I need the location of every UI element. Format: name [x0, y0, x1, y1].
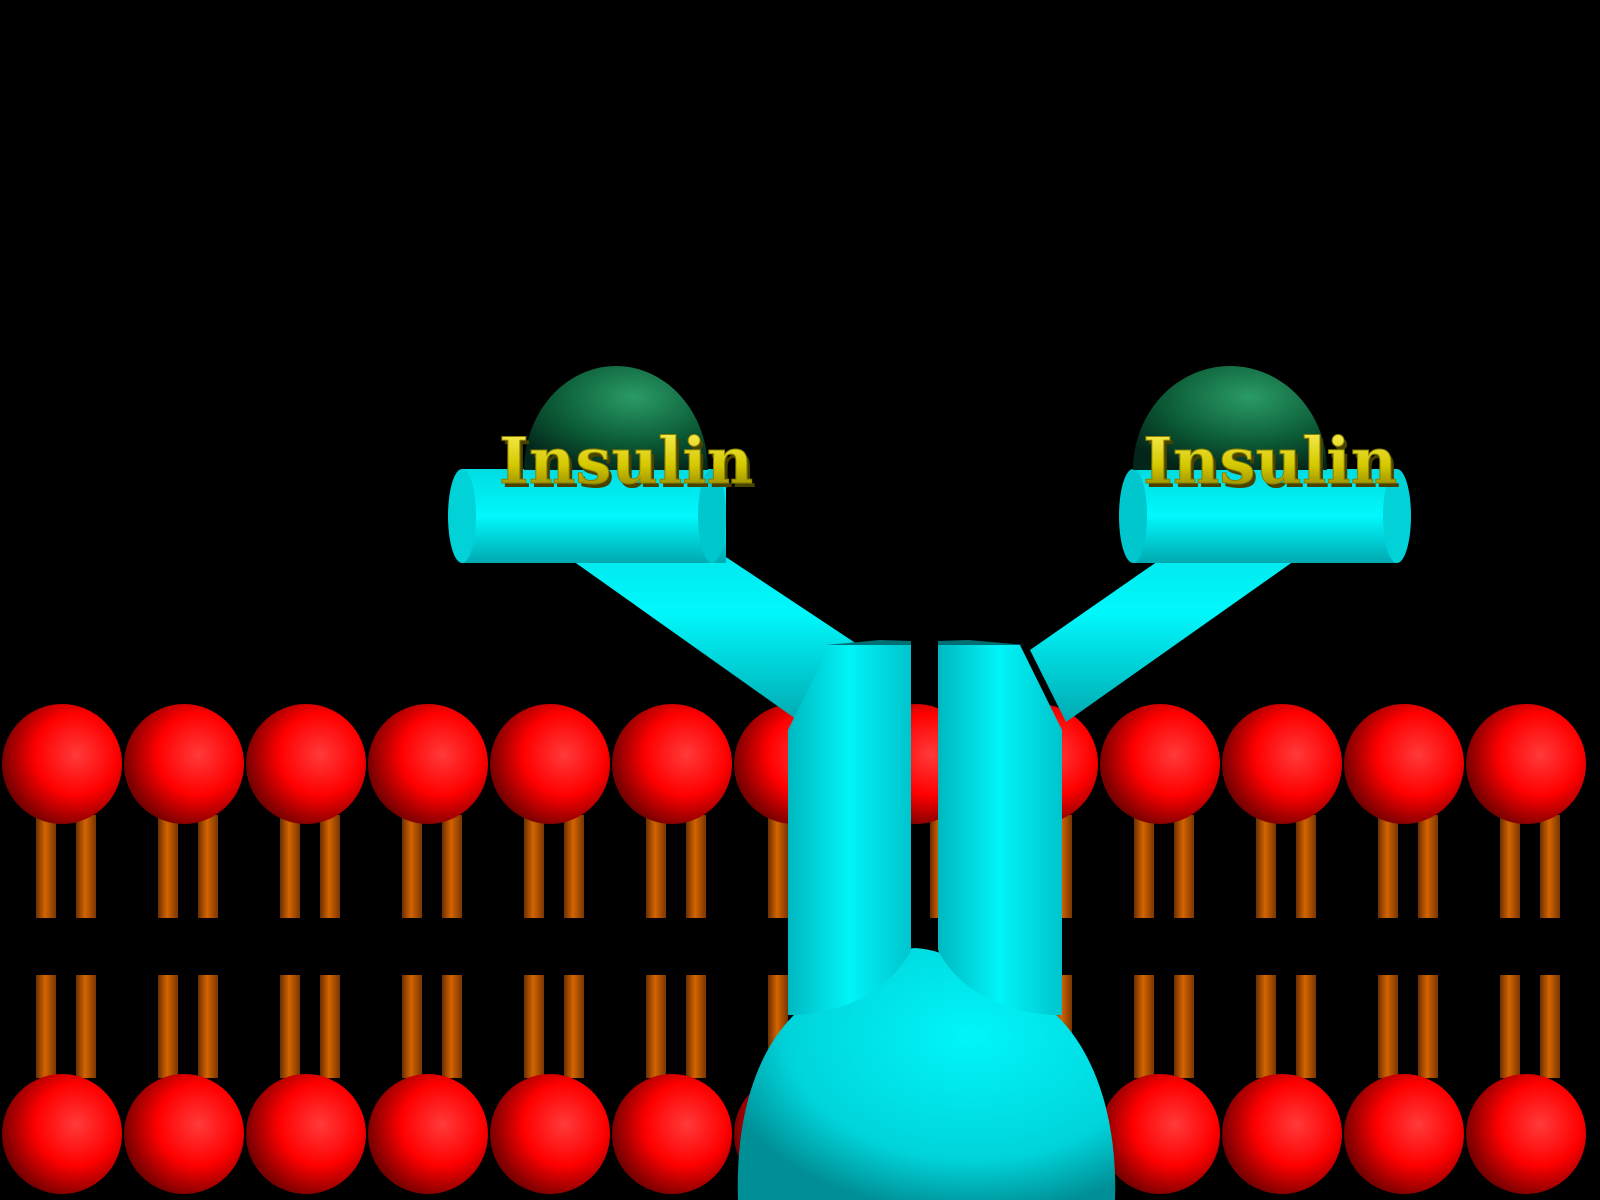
insulin-label-right: Insulin [1143, 424, 1397, 499]
insulin-ligand-left: Insulin Insulin [498, 366, 756, 503]
lipid-tail [1256, 975, 1276, 1078]
lipid-tail [442, 815, 462, 918]
receptor-right-crossbar [1119, 469, 1411, 563]
lipid-tail [1500, 815, 1520, 918]
lipid-tail [1296, 975, 1316, 1078]
lipid-head [1344, 704, 1464, 824]
lipid-head [612, 704, 732, 824]
lipid-tail [1134, 975, 1154, 1078]
lipid-tail [1418, 815, 1438, 918]
lipid-tail [1540, 975, 1560, 1078]
lipid-tail [1256, 815, 1276, 918]
lipid-tail [524, 975, 544, 1078]
lipid-tail [198, 975, 218, 1078]
lipid-tail [768, 815, 788, 918]
lipid-tail [564, 975, 584, 1078]
lipid-head [1344, 1074, 1464, 1194]
lipid-tail [442, 975, 462, 1078]
receptor-right-stalk [938, 645, 1062, 1015]
lipid-tail [1174, 975, 1194, 1078]
insulin-label-right-shadow: Insulin [1146, 428, 1400, 503]
receptor-right-stalk-top [938, 640, 1026, 645]
lipid-tail [686, 815, 706, 918]
lipid-tail [76, 975, 96, 1078]
lipid-head [612, 1074, 732, 1194]
receptor-left-stalk [788, 645, 911, 1015]
lipid-tail [76, 815, 96, 918]
insulin-label-left: Insulin [499, 424, 753, 499]
lipid-head [368, 1074, 488, 1194]
lipid-head [1222, 1074, 1342, 1194]
lipid-head [246, 1074, 366, 1194]
lipid-head [124, 1074, 244, 1194]
lipid-tail [280, 815, 300, 918]
lipid-tail [1378, 815, 1398, 918]
lipid-tail [1418, 975, 1438, 1078]
receptor-left-crossbar [448, 469, 726, 563]
lipid-tail [1378, 975, 1398, 1078]
lipid-tail [402, 975, 422, 1078]
lipid-head [1100, 1074, 1220, 1194]
lipid-tail [646, 815, 666, 918]
lipid-head [490, 1074, 610, 1194]
lipid-tail [320, 815, 340, 918]
receptor-intracellular-bulb [737, 948, 1116, 1200]
lipid-tail [320, 975, 340, 1078]
lipid-tail [36, 815, 56, 918]
lipid-head [2, 1074, 122, 1194]
lipid-tail [36, 975, 56, 1078]
lipid-head [1466, 1074, 1586, 1194]
lipid-tail [564, 815, 584, 918]
lipid-tail [1174, 815, 1194, 918]
lipid-head [246, 704, 366, 824]
insulin-sphere-left [524, 366, 708, 470]
lipid-tail [1540, 815, 1560, 918]
lipid-tail [1134, 815, 1154, 918]
receptor-left-stalk-top [826, 640, 911, 645]
lipid-tail [1296, 815, 1316, 918]
lipid-tail [198, 815, 218, 918]
lipid-tail [1500, 975, 1520, 1078]
insulin-label-left-shadow: Insulin [502, 428, 756, 503]
lipid-tail [524, 815, 544, 918]
lipid-head [1100, 704, 1220, 824]
lipid-head [1466, 704, 1586, 824]
lipid-head [490, 704, 610, 824]
lipid-tail [402, 815, 422, 918]
lipid-tail [158, 975, 178, 1078]
lipid-head [124, 704, 244, 824]
lipid-tail [686, 975, 706, 1078]
lipid-head [2, 704, 122, 824]
lipid-head [368, 704, 488, 824]
lipid-head [1222, 704, 1342, 824]
lipid-tail [646, 975, 666, 1078]
lipid-tail [158, 815, 178, 918]
insulin-receptor [448, 469, 1411, 1200]
insulin-ligand-right: Insulin Insulin [1133, 366, 1400, 503]
insulin-sphere-right [1133, 366, 1327, 470]
lipid-tail [280, 975, 300, 1078]
